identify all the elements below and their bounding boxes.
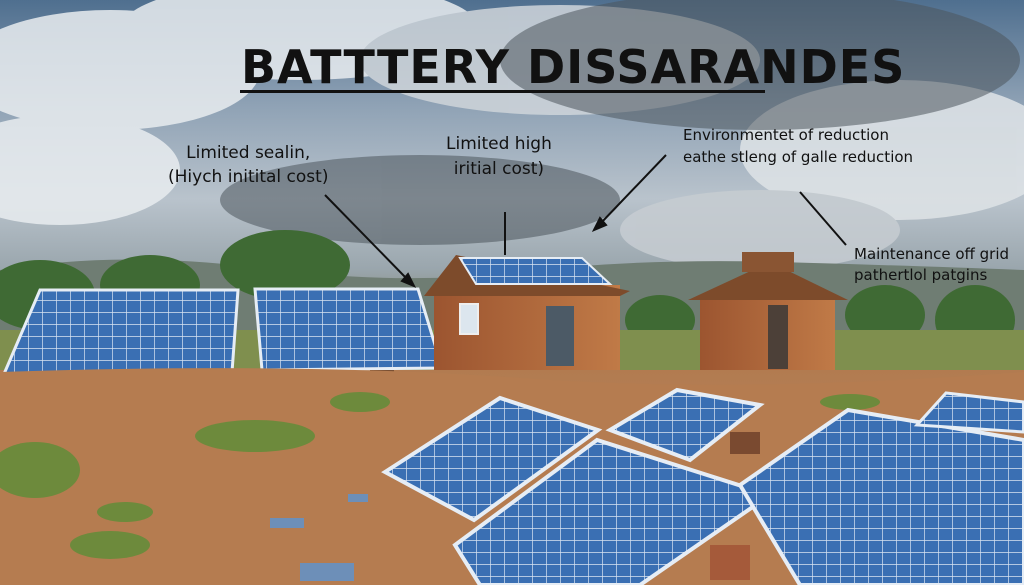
pointer-line-left — [324, 194, 409, 281]
callout-top-right: Environmentet of reduction eathe stleng … — [683, 124, 913, 168]
storm-clouds — [220, 0, 1020, 245]
callout-top-center-line2: iritial cost) — [453, 159, 545, 179]
arrowhead-top-right — [591, 216, 608, 232]
arrowhead-left — [400, 272, 417, 288]
debris — [270, 494, 368, 581]
scene-title: BATTTERY DISSARANDES — [241, 40, 906, 94]
callout-right: Maintenance off grid pathertlol patgins — [854, 244, 1009, 286]
pointer-line-right — [799, 191, 847, 246]
pointer-line-top-right — [599, 154, 667, 225]
cabin-right — [688, 252, 848, 370]
callout-top-center: Limited high iritial cost) — [446, 132, 552, 182]
callout-top-left: Limited sealin, (Hiych initital cost) — [168, 141, 328, 189]
grass-tufts — [0, 392, 880, 559]
cabin-center — [424, 212, 630, 370]
callout-top-left-line2: (Hiych initital cost) — [168, 167, 329, 187]
callout-top-left-line1: Limited sealin, — [186, 143, 311, 163]
panel-array-foreground — [381, 387, 1024, 585]
callout-top-center-line1: Limited high — [446, 134, 552, 154]
pointer-arrows — [324, 154, 847, 288]
callout-top-right-line1: Environmentet of reduction — [683, 126, 889, 144]
callout-right-line1: Maintenance off grid — [854, 245, 1010, 263]
title-underline — [240, 90, 765, 93]
callout-top-right-line2: eathe stleng of galle reduction — [683, 148, 914, 166]
callout-right-line2: pathertlol patgins — [854, 266, 988, 284]
